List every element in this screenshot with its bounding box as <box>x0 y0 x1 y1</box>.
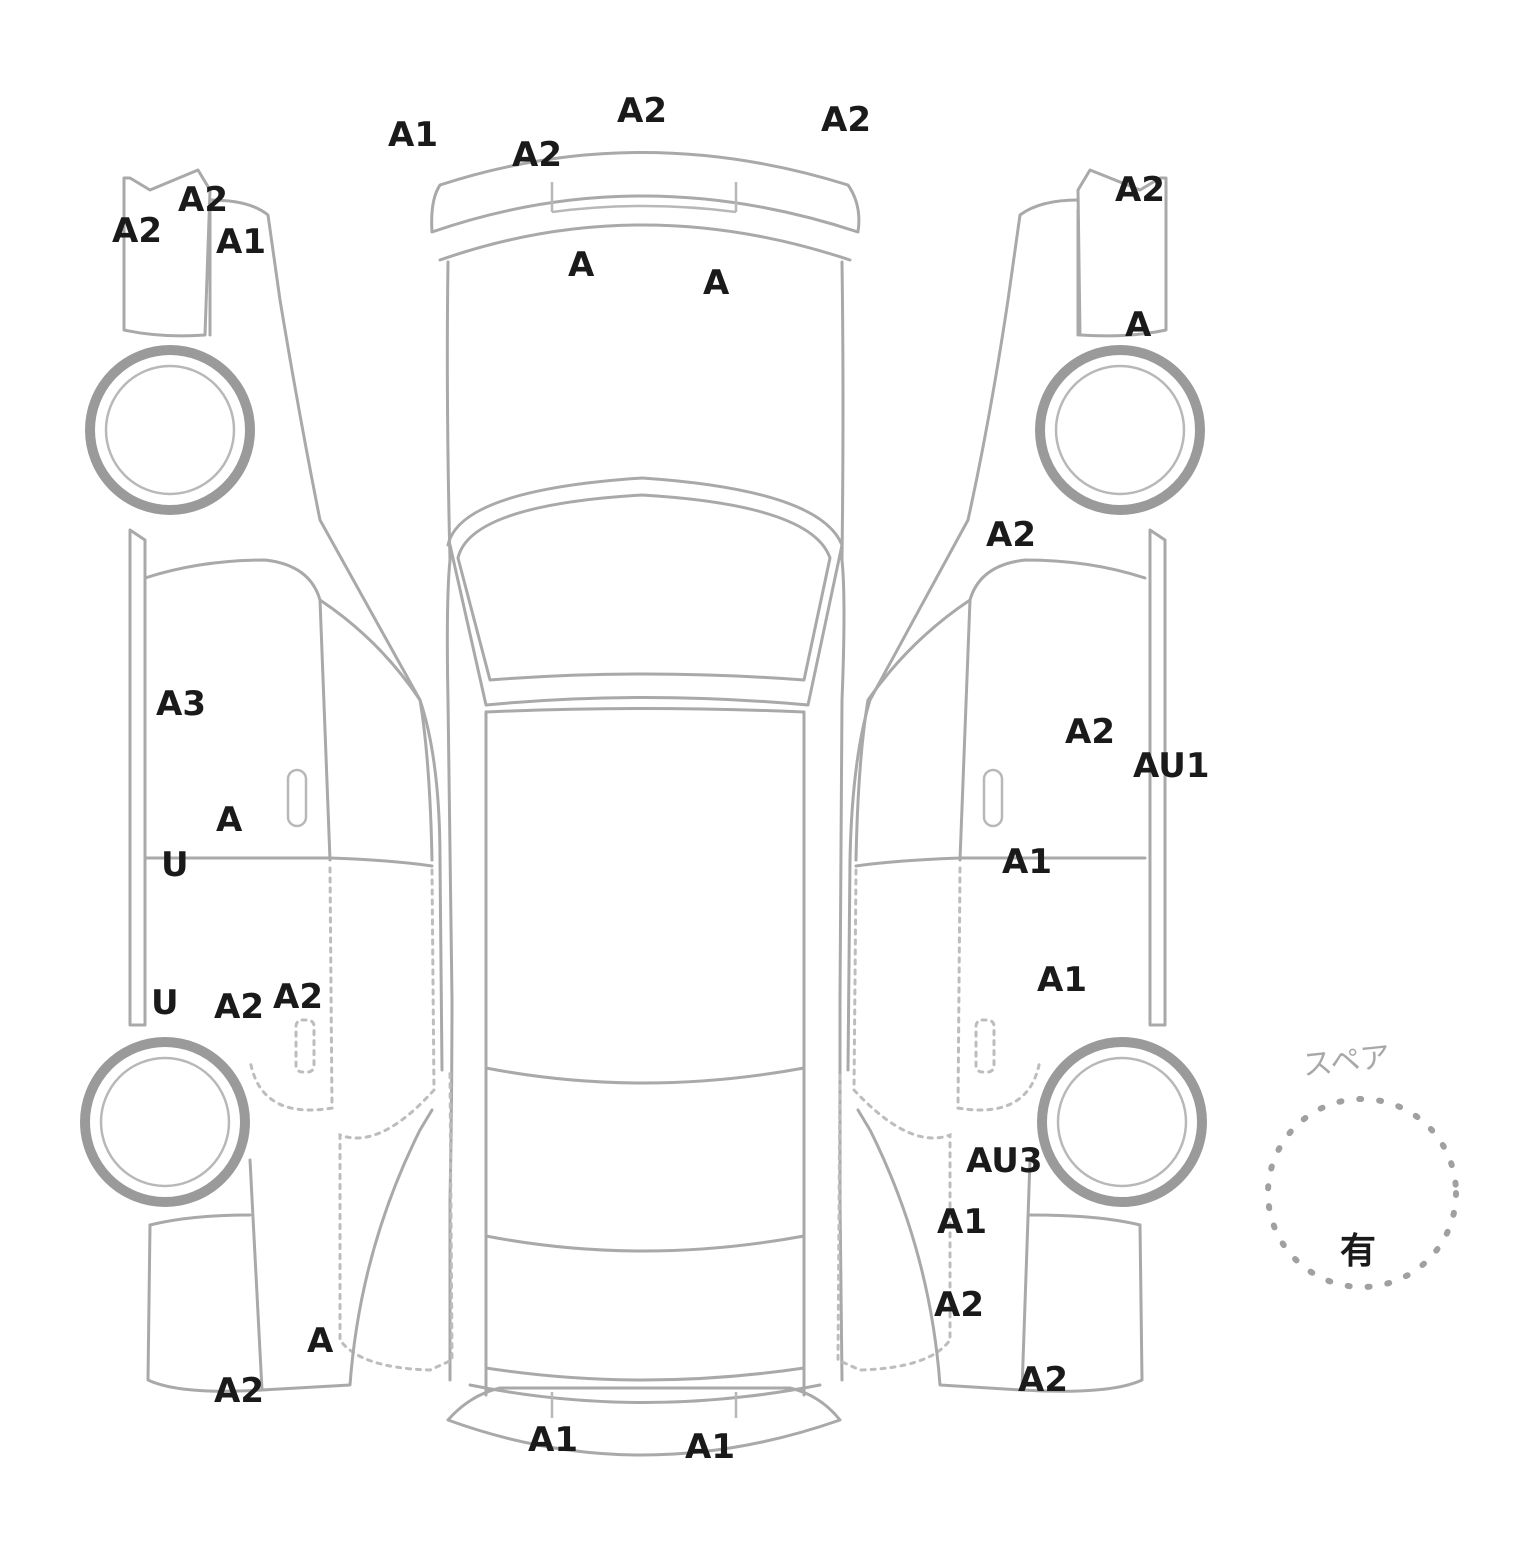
damage-label: A1 <box>1037 960 1087 1000</box>
damage-label: A2 <box>617 91 667 131</box>
spare-caption: スペア <box>1300 1039 1392 1084</box>
damage-label: A1 <box>685 1427 735 1467</box>
damage-label: A <box>216 800 243 840</box>
damage-label: A2 <box>1018 1360 1068 1400</box>
damage-label: A1 <box>937 1202 987 1242</box>
spare-value: 有 <box>1340 1231 1377 1272</box>
damage-label: A2 <box>1115 170 1165 210</box>
damage-label: A2 <box>821 100 871 140</box>
damage-label: A2 <box>178 180 228 220</box>
damage-label: A <box>568 245 595 285</box>
damage-label: A2 <box>512 135 562 175</box>
spare-tire-circle <box>1265 1096 1459 1290</box>
damage-label: AU3 <box>966 1141 1043 1181</box>
damage-label: A2 <box>1065 712 1115 752</box>
damage-label: A <box>307 1321 334 1361</box>
damage-label: AU1 <box>1133 746 1210 786</box>
damage-label: A2 <box>214 1371 264 1411</box>
damage-label: A1 <box>1002 842 1052 882</box>
car-top-view <box>430 151 861 1457</box>
damage-label: A2 <box>986 515 1036 555</box>
damage-label: A2 <box>112 211 162 251</box>
damage-label: A3 <box>156 684 206 724</box>
damage-label: A2 <box>273 977 323 1017</box>
damage-label: A1 <box>528 1420 578 1460</box>
car-right-side <box>836 168 1207 1393</box>
damage-label: A1 <box>216 222 266 262</box>
damage-label: A <box>1125 305 1152 345</box>
damage-label: A1 <box>388 115 438 155</box>
damage-label: A2 <box>934 1285 984 1325</box>
damage-label: U <box>151 983 179 1023</box>
damage-label: A2 <box>214 987 264 1027</box>
car-left-side <box>80 168 454 1393</box>
damage-label: U <box>161 845 189 885</box>
damage-label: A <box>703 263 730 303</box>
